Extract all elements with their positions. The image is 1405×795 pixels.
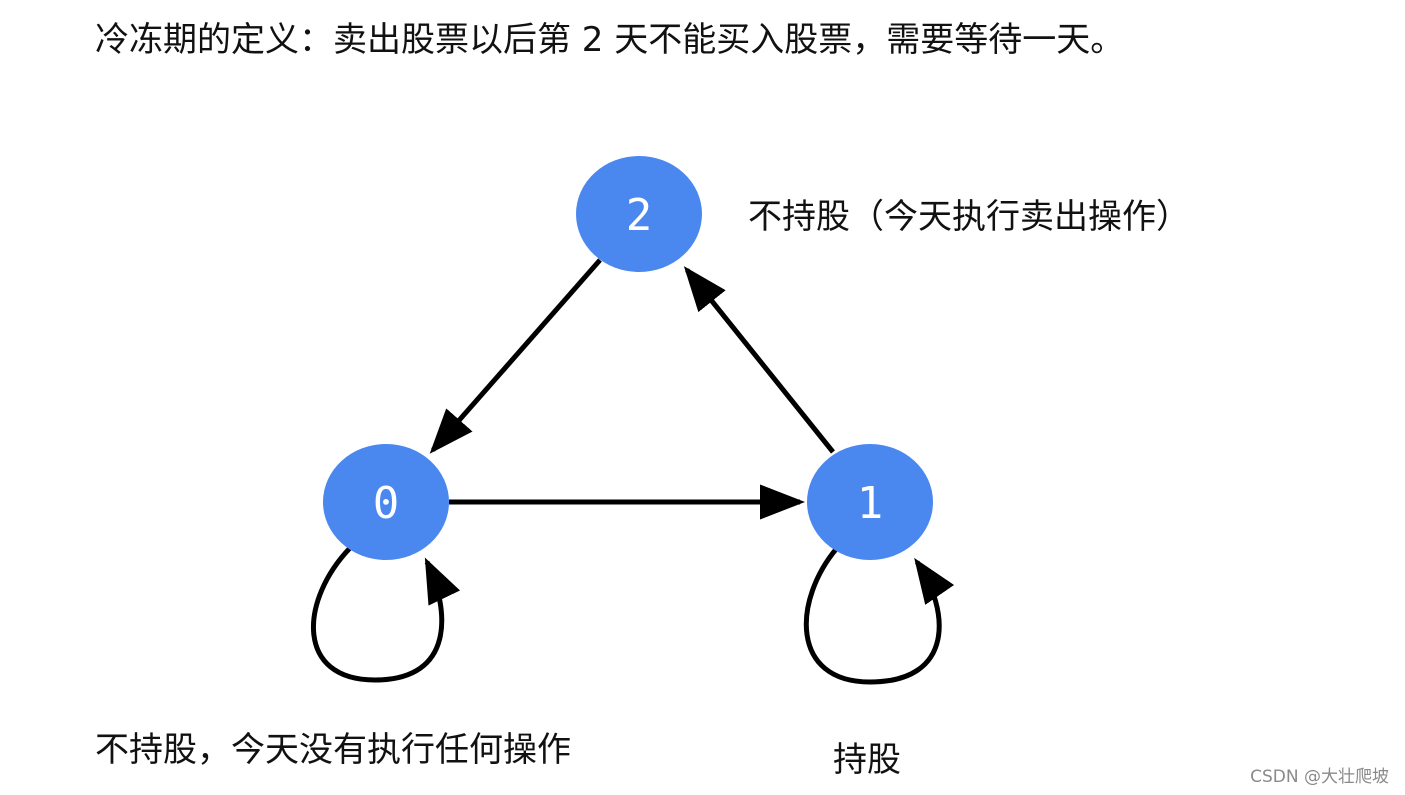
state-node-1: 1 bbox=[807, 444, 933, 560]
state-node-0: 0 bbox=[323, 444, 449, 560]
edge-1-self-loop bbox=[803, 546, 955, 685]
edge-1-to-2 bbox=[683, 266, 835, 454]
edge-2-to-0 bbox=[429, 258, 602, 454]
diagram-heading: 冷冻期的定义：卖出股票以后第 2 天不能买入股票，需要等待一天。 bbox=[95, 20, 1125, 60]
state-1-annotation: 持股 bbox=[833, 740, 901, 780]
edge-0-self-loop bbox=[311, 546, 461, 683]
state-2-annotation: 不持股（今天执行卖出操作） bbox=[748, 197, 1190, 237]
state-node-1-label: 1 bbox=[857, 478, 884, 529]
state-node-0-label: 0 bbox=[373, 478, 400, 529]
state-node-2-label: 2 bbox=[626, 190, 653, 241]
state-node-2: 2 bbox=[576, 156, 702, 272]
state-0-annotation: 不持股，今天没有执行任何操作 bbox=[95, 730, 571, 770]
watermark: CSDN @大壮爬坡 bbox=[1250, 767, 1389, 787]
